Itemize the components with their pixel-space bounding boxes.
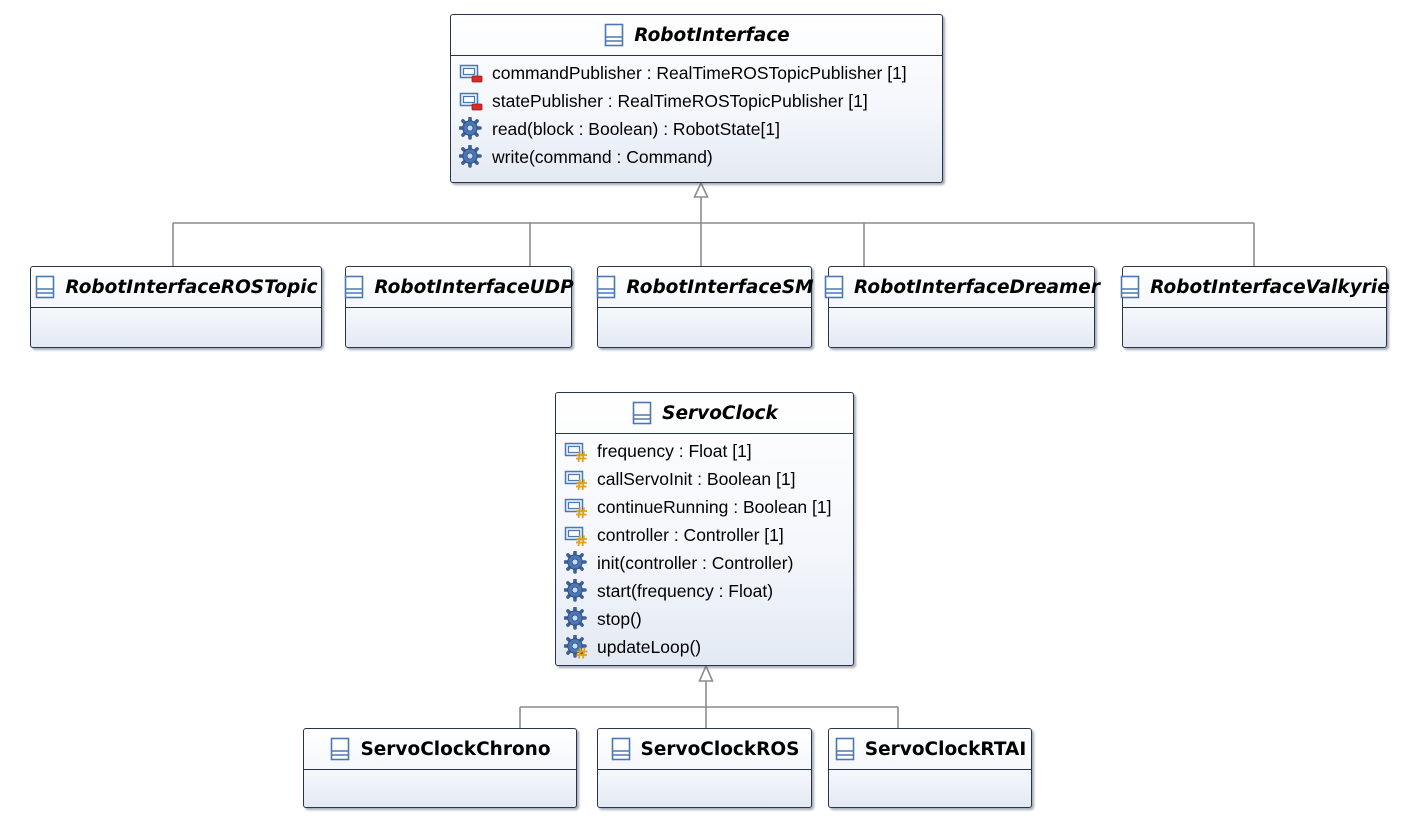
class-icon <box>343 275 365 299</box>
class-icon <box>631 401 653 425</box>
class-header: ServoClockRTAI <box>829 729 1031 770</box>
class-icon <box>1119 275 1141 299</box>
class-header: RobotInterfaceSM <box>595 267 814 308</box>
operation-row[interactable]: read(block : Boolean) : RobotState[1] <box>451 115 942 143</box>
public-operation-icon <box>458 116 483 141</box>
class-name: ServoClockRTAI <box>864 738 1027 760</box>
attribute-row[interactable]: controller : Controller [1] <box>556 521 853 549</box>
member-text: commandPublisher : RealTimeROSTopicPubli… <box>492 62 907 83</box>
class-header: RobotInterfaceROSTopic <box>31 267 321 308</box>
class-robot-interface-sm[interactable]: RobotInterfaceSM <box>595 266 814 348</box>
class-members: commandPublisher : RealTimeROSTopicPubli… <box>451 56 942 171</box>
class-robot-interface-udp[interactable]: RobotInterfaceUDP <box>343 266 574 348</box>
class-name: RobotInterfaceDreamer <box>854 276 1100 298</box>
attribute-row[interactable]: continueRunning : Boolean [1] <box>556 493 853 521</box>
member-text: callServoInit : Boolean [1] <box>597 468 796 489</box>
attribute-row[interactable]: frequency : Float [1] <box>556 437 853 465</box>
class-header: RobotInterfaceUDP <box>343 267 574 308</box>
member-text: stop() <box>597 608 642 629</box>
member-text: frequency : Float [1] <box>597 440 752 461</box>
private-attribute-icon <box>459 61 483 85</box>
protected-attribute-icon <box>564 439 588 463</box>
member-text: init(controller : Controller) <box>597 552 794 573</box>
class-name: RobotInterfaceValkyrie <box>1150 276 1390 298</box>
member-text: write(command : Command) <box>492 146 713 167</box>
class-header: ServoClockChrono <box>304 729 576 770</box>
protected-operation-icon <box>563 634 588 659</box>
member-text: updateLoop() <box>597 636 702 657</box>
class-icon <box>603 23 625 47</box>
member-text: continueRunning : Boolean [1] <box>597 496 832 517</box>
member-text: controller : Controller [1] <box>597 524 784 545</box>
class-header: ServoClock <box>556 393 853 434</box>
attribute-row[interactable]: commandPublisher : RealTimeROSTopicPubli… <box>451 59 942 87</box>
public-operation-icon <box>563 550 588 575</box>
operation-row[interactable]: write(command : Command) <box>451 143 942 171</box>
class-header: RobotInterfaceValkyrie <box>1120 267 1390 308</box>
class-robot-interface-dreamer[interactable]: RobotInterfaceDreamer <box>824 266 1100 348</box>
member-text: start(frequency : Float) <box>597 580 774 601</box>
class-name: RobotInterface <box>634 24 790 46</box>
protected-attribute-icon <box>564 495 588 519</box>
attribute-row[interactable]: callServoInit : Boolean [1] <box>556 465 853 493</box>
generalization-arrowhead <box>698 663 714 682</box>
public-operation-icon <box>563 606 588 631</box>
public-operation-icon <box>458 144 483 169</box>
class-icon <box>34 275 56 299</box>
class-servo-clock-chrono[interactable]: ServoClockChrono <box>303 728 577 808</box>
private-attribute-icon <box>459 89 483 113</box>
class-name: ServoClockROS <box>640 738 800 760</box>
class-name: ServoClock <box>662 402 778 424</box>
class-name: RobotInterfaceSM <box>626 276 814 298</box>
class-robot-interface-valkyrie[interactable]: RobotInterfaceValkyrie <box>1120 266 1390 348</box>
class-robot-interface[interactable]: RobotInterface commandPublisher : RealTi… <box>450 14 943 183</box>
operation-row[interactable]: updateLoop() <box>556 633 853 661</box>
class-icon <box>610 737 632 761</box>
protected-attribute-icon <box>564 523 588 547</box>
class-icon <box>834 737 856 761</box>
class-header: RobotInterfaceDreamer <box>824 267 1100 308</box>
attribute-row[interactable]: statePublisher : RealTimeROSTopicPublish… <box>451 87 942 115</box>
operation-row[interactable]: init(controller : Controller) <box>556 549 853 577</box>
class-icon <box>329 737 351 761</box>
class-icon <box>823 275 845 299</box>
class-header: ServoClockROS <box>598 729 811 770</box>
operation-row[interactable]: start(frequency : Float) <box>556 577 853 605</box>
protected-attribute-icon <box>564 467 588 491</box>
public-operation-icon <box>563 578 588 603</box>
member-text: read(block : Boolean) : RobotState[1] <box>492 118 780 139</box>
class-robot-interface-rostopic[interactable]: RobotInterfaceROSTopic <box>30 266 322 348</box>
class-servo-clock[interactable]: ServoClock frequency : Float [1] callSer… <box>555 392 854 666</box>
generalization-arrowhead <box>693 181 709 198</box>
class-servo-clock-rtai[interactable]: ServoClockRTAI <box>828 728 1032 808</box>
operation-row[interactable]: stop() <box>556 605 853 633</box>
class-name: ServoClockChrono <box>360 738 551 760</box>
class-servo-clock-ros[interactable]: ServoClockROS <box>597 728 812 808</box>
class-icon <box>595 275 617 299</box>
class-members: frequency : Float [1] callServoInit : Bo… <box>556 434 853 661</box>
class-name: RobotInterfaceUDP <box>374 276 574 298</box>
member-text: statePublisher : RealTimeROSTopicPublish… <box>492 90 868 111</box>
class-header: RobotInterface <box>451 15 942 56</box>
class-name: RobotInterfaceROSTopic <box>65 276 318 298</box>
